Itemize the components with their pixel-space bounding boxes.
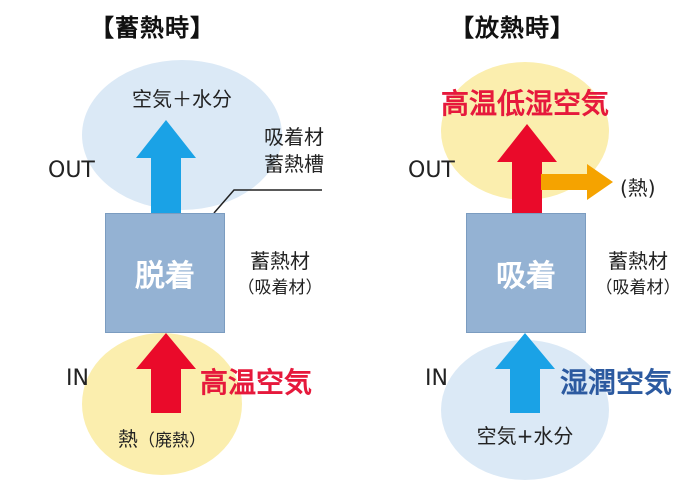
storage-annotation-line2: 蓄熱槽	[264, 152, 324, 176]
storage-material-label: 蓄熱材 （吸着材）	[230, 248, 330, 302]
release-material-line1: 蓄熱材	[608, 249, 668, 273]
release-heat-label: (熱)	[620, 176, 656, 200]
storage-material-line1: 蓄熱材	[250, 249, 310, 273]
storage-output-arrow	[136, 120, 196, 214]
storage-input-air: 高温空気	[200, 366, 313, 399]
storage-output-bubble	[82, 60, 282, 210]
storage-output-label: 空気＋水分	[132, 87, 232, 111]
release-title: 【放熱時】	[450, 14, 575, 42]
release-heat-arrow	[541, 164, 613, 200]
storage-heat-source: 熱（廃熱）	[82, 423, 242, 452]
storage-out-label: OUT	[48, 158, 95, 183]
storage-box-label: 脱着	[135, 259, 195, 294]
storage-adsorbent-box: 脱着	[105, 213, 225, 333]
release-adsorbent-box: 吸着	[466, 213, 586, 333]
release-input-air: 湿潤空気	[560, 366, 673, 399]
storage-input-arrow	[136, 333, 196, 413]
release-output-arrow	[497, 124, 557, 214]
storage-title: 【蓄熱時】	[90, 14, 215, 42]
release-out-label: OUT	[408, 158, 455, 183]
release-input-arrow	[495, 333, 555, 413]
release-output-label: 高温低湿空気	[440, 87, 609, 120]
release-in-label: IN	[425, 366, 448, 391]
release-box-label: 吸着	[496, 259, 556, 294]
storage-in-label: IN	[66, 366, 89, 391]
release-material-line2: （吸着材）	[595, 278, 681, 298]
storage-material-line2: （吸着材）	[237, 278, 323, 298]
storage-heat-sub: （廃熱）	[138, 431, 206, 451]
storage-annotation-line1: 吸着材	[264, 125, 324, 149]
release-material-label: 蓄熱材 （吸着材）	[588, 248, 688, 302]
release-input-source: 空気+水分	[476, 424, 574, 448]
storage-heat-main: 熱	[118, 427, 138, 451]
storage-annotation: 吸着材 蓄熱槽	[220, 124, 324, 178]
